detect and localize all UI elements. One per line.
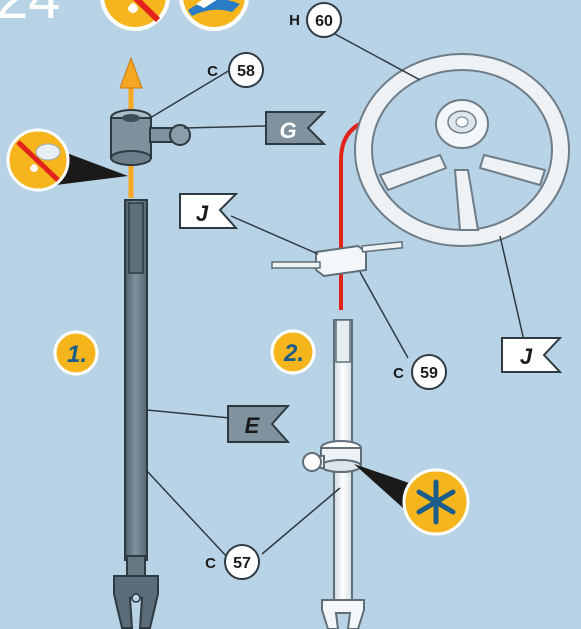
asterisk-icon <box>354 464 468 534</box>
svg-text:J: J <box>196 201 209 226</box>
svg-text:G: G <box>279 118 296 143</box>
svg-text:C: C <box>393 365 404 382</box>
svg-text:2.: 2. <box>283 340 304 367</box>
step-number: 24 <box>0 0 61 31</box>
flag-j-left: J <box>180 194 236 228</box>
callout-c58: C 58 <box>207 53 263 87</box>
substep-badge-1: 1. <box>55 332 97 374</box>
svg-text:57: 57 <box>233 555 251 572</box>
steering-column-rod-gray <box>114 200 158 628</box>
steering-column-rod-white <box>322 320 364 629</box>
svg-text:59: 59 <box>420 365 438 382</box>
callout-c59: C 59 <box>393 355 446 389</box>
svg-text:J: J <box>520 344 533 369</box>
flag-g: G <box>266 112 324 144</box>
no-lubricant-icon <box>102 0 168 29</box>
svg-text:1.: 1. <box>67 341 87 368</box>
callout-c57: C 57 <box>205 545 259 579</box>
callout-h60: H 60 <box>289 3 341 37</box>
t-block-part <box>272 242 402 276</box>
svg-text:58: 58 <box>237 63 255 80</box>
flag-j-right: J <box>502 338 560 372</box>
flag-e: E <box>228 406 288 442</box>
steering-wheel <box>355 54 569 246</box>
substep-badge-2: 2. <box>272 331 314 373</box>
svg-text:60: 60 <box>315 13 333 30</box>
cleaning-icon <box>181 0 247 29</box>
svg-text:C: C <box>207 63 218 80</box>
svg-text:E: E <box>245 413 261 438</box>
svg-text:H: H <box>289 12 300 29</box>
svg-text:C: C <box>205 555 216 572</box>
clamp-part-white <box>303 441 361 472</box>
